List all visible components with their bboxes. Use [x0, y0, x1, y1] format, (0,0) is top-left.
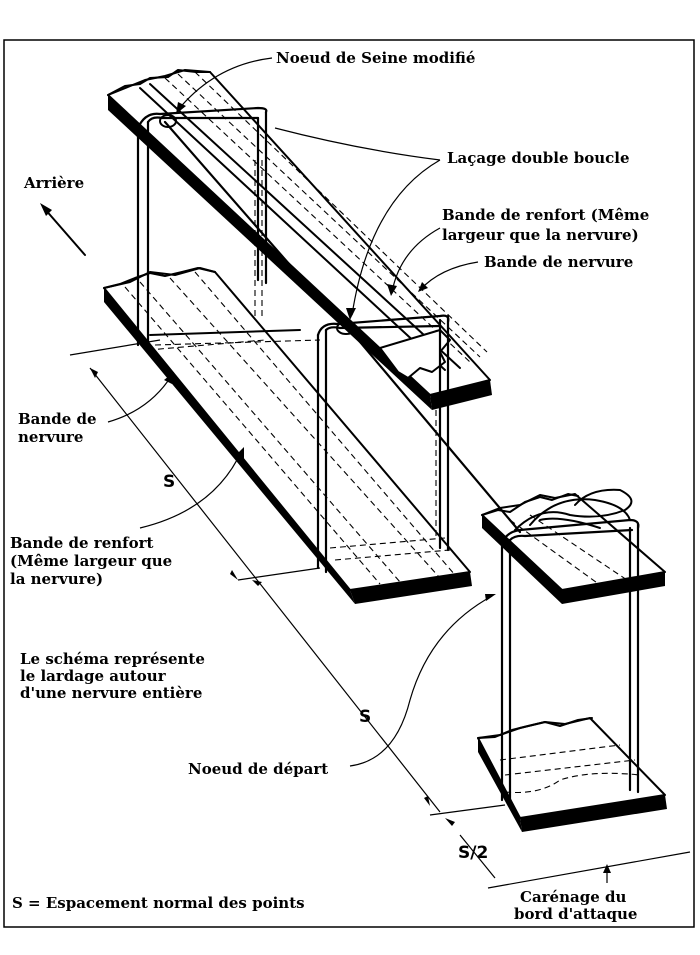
running-cord-1	[163, 120, 347, 330]
label-bande-nervure-top: Bande de nervure	[484, 253, 633, 271]
front-upper-cap	[481, 493, 666, 604]
label-lacage-double-boucle: Laçage double boucle	[447, 149, 630, 167]
label-renfort-left-2: (Même largeur que	[10, 552, 172, 570]
label-noeud-seine: Noeud de Seine modifié	[276, 49, 475, 67]
diagram-frame	[3, 39, 695, 928]
running-cord-2	[348, 328, 522, 534]
lacing-loop-2	[316, 314, 451, 574]
lacing-loop-3	[500, 488, 640, 807]
leader-lines	[107, 57, 611, 883]
spacing-dimension	[69, 339, 691, 889]
double-loop-knot-icon	[336, 321, 356, 335]
label-schema-1: Le schéma représente	[20, 650, 205, 668]
label-nervure-left-1: Bande de	[18, 410, 97, 428]
label-carenage-2: bord d'attaque	[514, 905, 637, 923]
label-nervure-left-2: nervure	[18, 428, 83, 446]
front-lower-cap	[477, 717, 667, 832]
label-renfort-left-3: la nervure)	[10, 570, 103, 588]
label-s-lower: S	[359, 707, 371, 727]
label-carenage-1: Carénage du	[520, 888, 626, 906]
label-renfort-top-1: Bande de renfort (Même	[442, 206, 649, 224]
label-s-upper: S	[163, 472, 175, 492]
rear-direction-arrow	[40, 203, 86, 256]
legend-spacing: S = Espacement normal des points	[12, 894, 305, 912]
label-noeud-depart: Noeud de départ	[188, 760, 328, 778]
start-knot-icon	[514, 488, 633, 531]
label-renfort-top-2: largeur que la nervure)	[442, 226, 639, 244]
label-s-half: S/2	[458, 843, 488, 863]
lower-rib-cap	[103, 267, 472, 604]
label-renfort-left-1: Bande de renfort	[10, 534, 154, 552]
label-schema-2: le lardage autour	[20, 667, 167, 685]
lacing-loop-1	[136, 106, 268, 351]
label-arriere: Arrière	[23, 174, 84, 192]
label-schema-3: d'une nervure entière	[20, 684, 202, 702]
